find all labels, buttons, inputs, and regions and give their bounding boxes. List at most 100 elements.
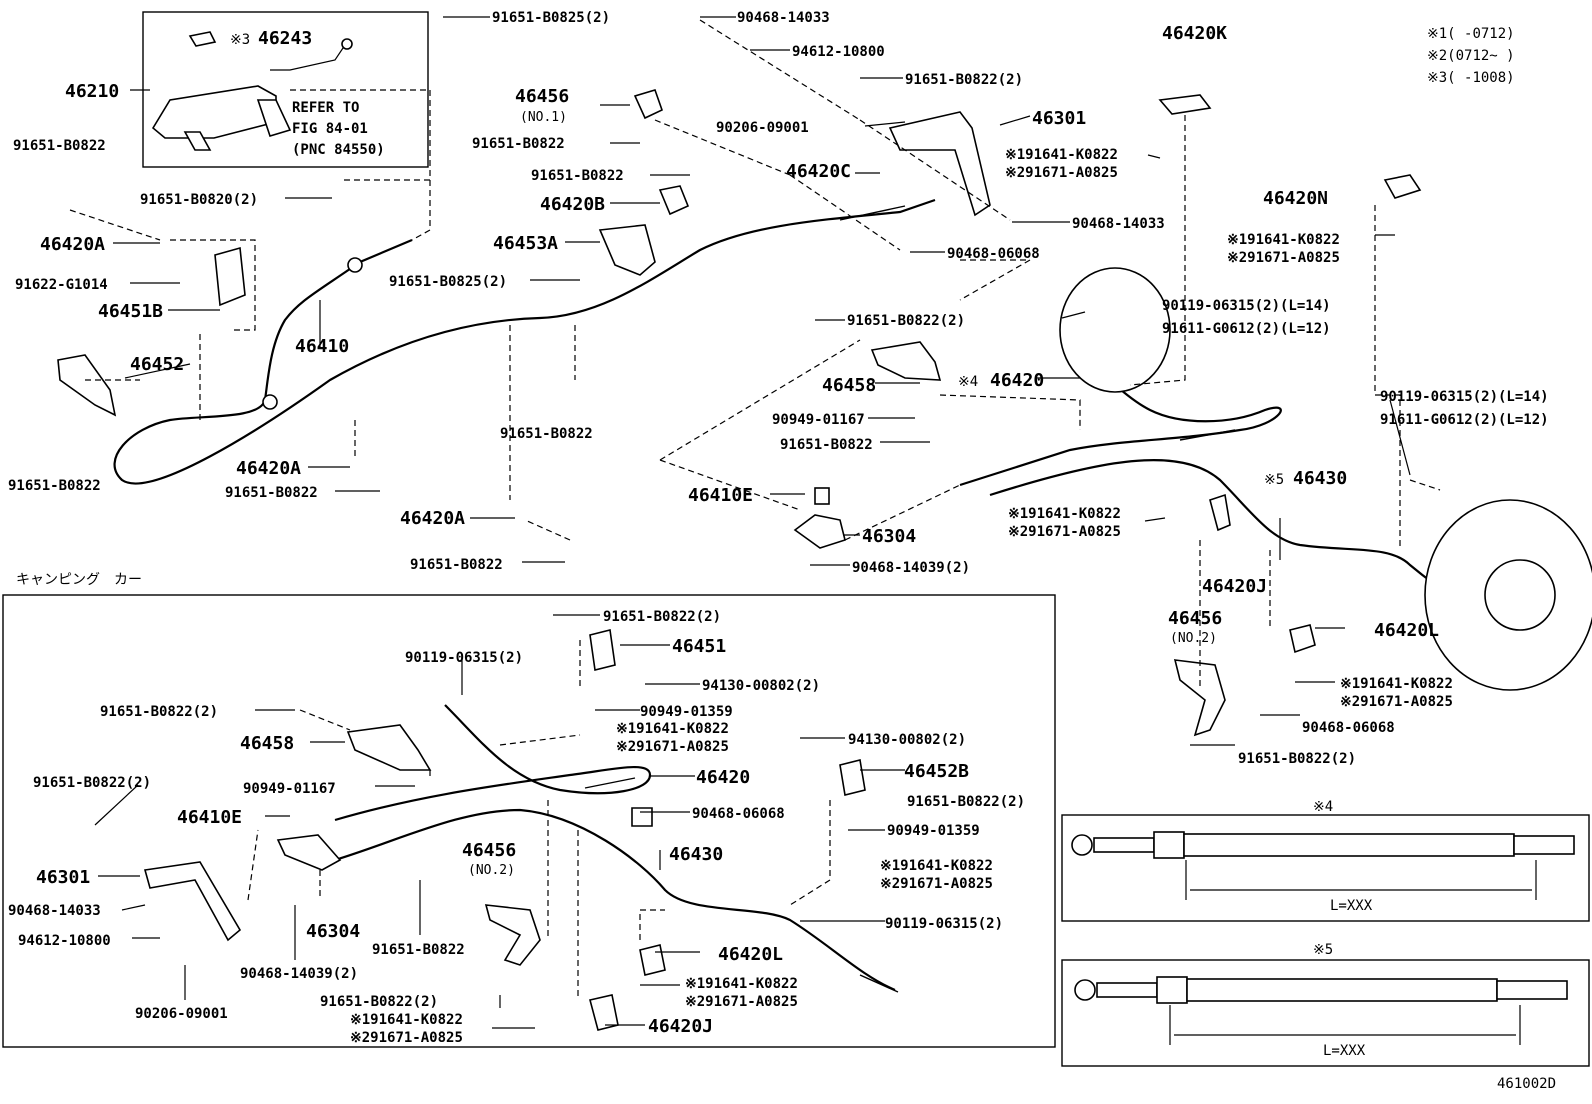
label-46420K: 46420K — [1162, 23, 1227, 44]
label-91651-B0822-a: 91651-B0822 — [472, 136, 565, 152]
camping-leader-lines — [94, 614, 905, 1029]
label-90468-14033-a: 90468-14033 — [737, 10, 830, 26]
label-c-46410E: 46410E — [177, 807, 242, 828]
legend-2: ※2(0712~ ) — [1427, 48, 1515, 64]
label-mark3: ※3 — [230, 32, 250, 48]
label-46451B: 46451B — [98, 301, 163, 322]
label-46210: 46210 — [65, 81, 119, 102]
label-c-m2-a0825-d: ※291671-A0825 — [350, 1030, 463, 1046]
camping-rear-cable-46430 — [334, 808, 896, 992]
bracket-46420K — [1158, 94, 1212, 115]
label-46456-b-sub: (NO.2) — [1170, 631, 1217, 646]
detail-4-frame — [1061, 814, 1590, 922]
figure-id: 461002D — [1497, 1076, 1556, 1092]
label-90119-06315-L14-b: 90119-06315(2)(L=14) — [1380, 389, 1549, 405]
label-91651-B0822-b: 91651-B0822 — [531, 168, 624, 184]
bracket-46452 — [57, 354, 117, 417]
label-46420C: 46420C — [786, 161, 851, 182]
label-c-91651-B0822-2-c: 91651-B0822(2) — [907, 794, 1025, 810]
legend-3: ※3( -1008) — [1427, 70, 1515, 86]
label-91651-B0822-2-b: 91651-B0822(2) — [847, 313, 965, 329]
label-c-94612-10800: 94612-10800 — [18, 933, 111, 949]
camping-rear-cable-46420 — [334, 704, 652, 822]
label-46420A-b: 46420A — [236, 458, 301, 479]
detail-5-frame — [1061, 959, 1590, 1067]
label-46430-a: 46430 — [1293, 468, 1347, 489]
equalizer-46304 — [793, 487, 846, 549]
camping-car-heading: キャンピング カー — [16, 572, 142, 588]
label-c-94130-00802-2-b: 94130-00802(2) — [848, 732, 966, 748]
label-46452: 46452 — [130, 354, 184, 375]
legend-1: ※1( -0712) — [1427, 26, 1515, 42]
label-91651-B0822-e: 91651-B0822 — [500, 426, 593, 442]
label-c-m1-k0822-c: ※191641-K0822 — [685, 976, 798, 992]
label-91651-B0820-2: 91651-B0820(2) — [140, 192, 258, 208]
label-c-46420: 46420 — [696, 767, 750, 788]
refer-line-3: (PNC 84550) — [292, 142, 385, 158]
detail-4-mark: ※4 — [1313, 799, 1333, 815]
label-c-90949-01359-b: 90949-01359 — [887, 823, 980, 839]
camping-car-frame — [2, 594, 1056, 1048]
camping-rear-cable-46420-spring — [584, 777, 636, 789]
label-c-90468-14039-2: 90468-14039(2) — [240, 966, 358, 982]
detail-4-cable — [1071, 831, 1575, 900]
label-46456-a: 46456 — [515, 86, 569, 107]
label-c-46304: 46304 — [306, 921, 360, 942]
label-c-46420L: 46420L — [718, 944, 783, 965]
label-46420N: 46420N — [1263, 188, 1328, 209]
label-46420J-a: 46420J — [1202, 576, 1267, 597]
clamp-46420L — [1289, 624, 1316, 654]
label-46304-a: 46304 — [862, 526, 916, 547]
label-91651-B0822-2-c: 91651-B0822(2) — [1238, 751, 1356, 767]
bracket-46420N — [1383, 174, 1422, 199]
label-46243: 46243 — [258, 28, 312, 49]
label-91651-B0822-f: 91651-B0822 — [225, 485, 318, 501]
label-m2-a0825-b: ※291671-A0825 — [1227, 250, 1340, 266]
label-c-46458: 46458 — [240, 733, 294, 754]
leader-lines-upper — [113, 16, 1411, 746]
detail-5-mark: ※5 — [1313, 942, 1333, 958]
label-c-m2-a0825-a: ※291671-A0825 — [616, 739, 729, 755]
label-46456-a-sub: (NO.1) — [520, 110, 567, 125]
label-90468-06068-b: 90468-06068 — [1302, 720, 1395, 736]
left-brake-drum — [1059, 267, 1171, 393]
label-90119-06315-L14-a: 90119-06315(2)(L=14) — [1162, 298, 1331, 314]
label-46410: 46410 — [295, 336, 349, 357]
label-m2-a0825-c: ※291671-A0825 — [1008, 524, 1121, 540]
clamp-46420B — [658, 185, 690, 216]
label-91651-B0822-c: 91651-B0822 — [13, 138, 106, 154]
label-46453A: 46453A — [493, 233, 558, 254]
label-c-m2-a0825-b: ※291671-A0825 — [880, 876, 993, 892]
rear-cable-46420-spring — [1179, 429, 1236, 441]
label-c-94130-00802-2-a: 94130-00802(2) — [702, 678, 820, 694]
label-c-m2-a0825-c: ※291671-A0825 — [685, 994, 798, 1010]
label-c-46452B: 46452B — [904, 761, 969, 782]
label-91651-B0822-g: 91651-B0822 — [410, 557, 503, 573]
clamp-46420J — [1209, 493, 1231, 532]
label-90949-01167-a: 90949-01167 — [772, 412, 865, 428]
label-c-90468-14033: 90468-14033 — [8, 903, 101, 919]
label-90468-06068-a: 90468-06068 — [947, 246, 1040, 262]
label-mark5: ※5 — [1264, 472, 1284, 488]
label-94612-10800-a: 94612-10800 — [792, 44, 885, 60]
bracket-46458 — [870, 341, 942, 381]
label-m1-k0822-b: ※191641-K0822 — [1227, 232, 1340, 248]
parking-brake-lever — [151, 31, 353, 151]
label-46410E-a: 46410E — [688, 485, 753, 506]
label-91611-G0612-L12-b: 91611-G0612(2)(L=12) — [1380, 412, 1549, 428]
label-c-m1-k0822-a: ※191641-K0822 — [616, 721, 729, 737]
detail-5-length: L=XXX — [1323, 1043, 1366, 1059]
label-90206-09001-a: 90206-09001 — [716, 120, 809, 136]
label-91651-B0822-d: 91651-B0822 — [8, 478, 101, 494]
label-91651-B0822-2-a: 91651-B0822(2) — [905, 72, 1023, 88]
bracket-46453A — [598, 224, 656, 276]
label-46420B: 46420B — [540, 194, 605, 215]
label-c-91651-B0822-2-a: 91651-B0822(2) — [603, 609, 721, 625]
label-m1-k0822-a: ※191641-K0822 — [1005, 147, 1118, 163]
label-46458-a: 46458 — [822, 375, 876, 396]
refer-line-2: FIG 84-01 — [292, 121, 368, 137]
label-m1-k0822-c: ※191641-K0822 — [1008, 506, 1121, 522]
label-90468-14033-b: 90468-14033 — [1072, 216, 1165, 232]
label-46420A-a: 46420A — [40, 234, 105, 255]
